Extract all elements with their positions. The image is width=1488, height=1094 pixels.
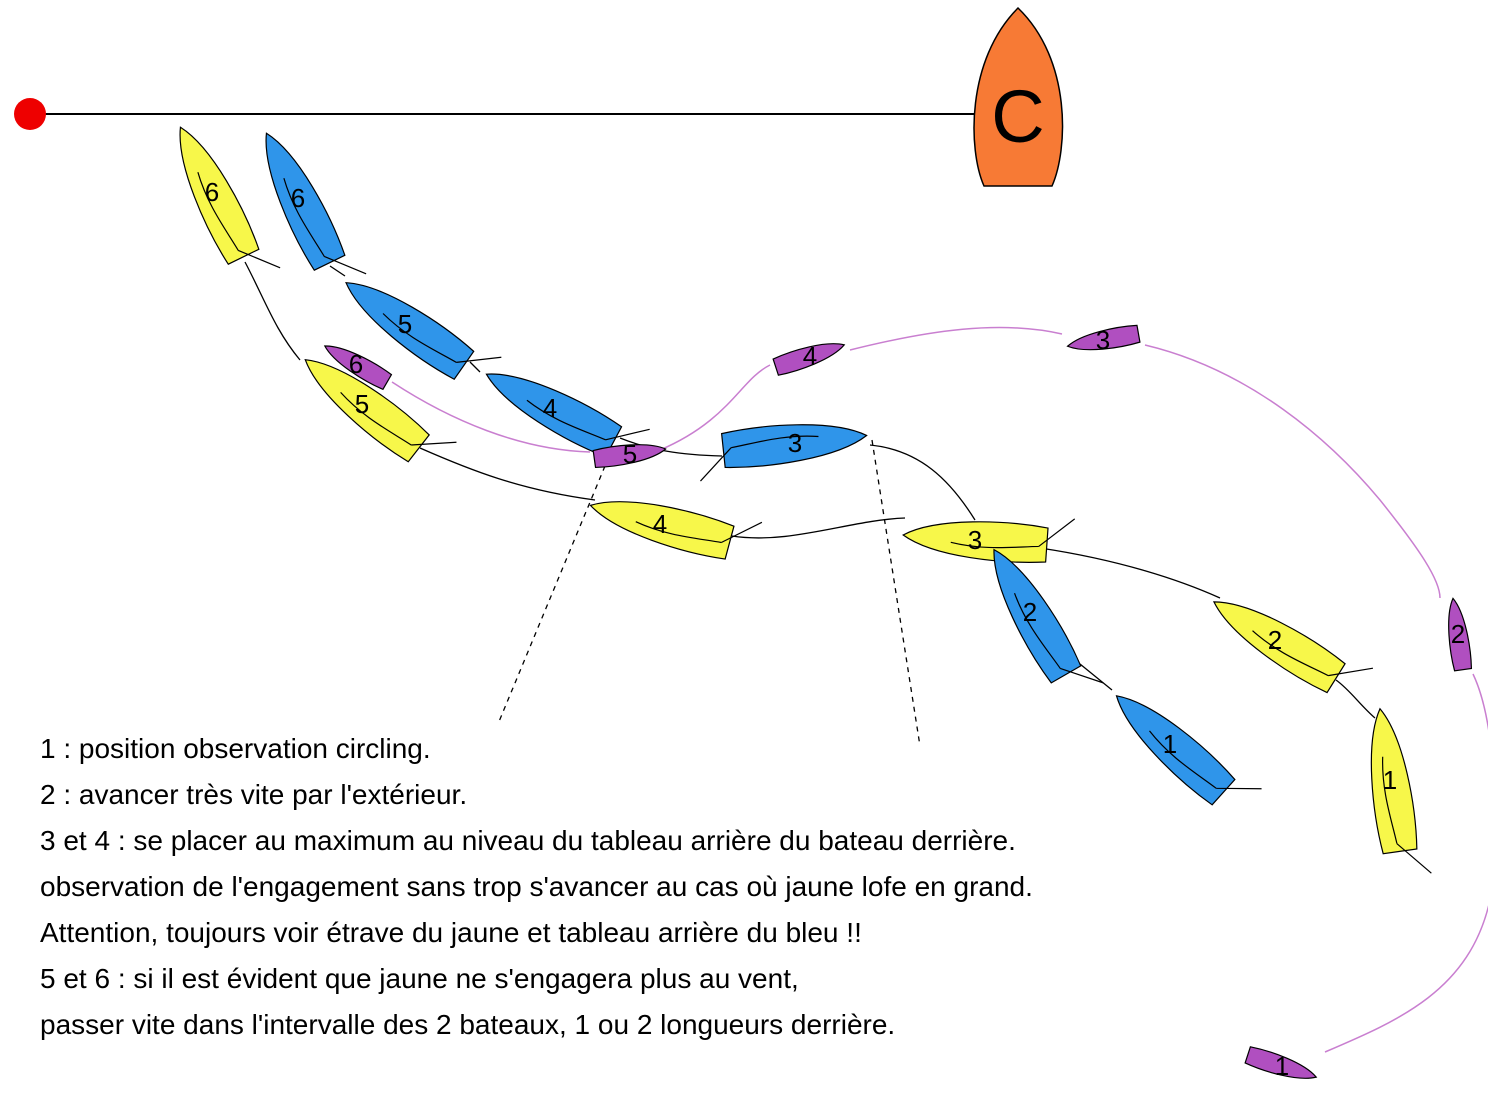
blue-boat-6: 6 (265, 132, 367, 275)
purple-boat-4: 4 (772, 341, 846, 376)
yellow-boat-2: 2 (1212, 601, 1374, 694)
yellow-boat-hull (589, 501, 735, 560)
note-line: observation de l'engagement sans trop s'… (40, 871, 1033, 902)
blue-boat-label: 2 (1023, 597, 1037, 627)
purple-boat-1: 1 (1244, 1046, 1318, 1081)
committee-boat-label: C (991, 75, 1044, 158)
purple-boat-hull (1066, 324, 1141, 351)
purple-boat-3: 3 (1066, 324, 1141, 355)
purple-boat-label: 2 (1451, 619, 1465, 649)
blue-boat-5: 5 (345, 282, 502, 381)
purple-boat-6: 6 (323, 345, 393, 391)
yellow-boat-sail (635, 521, 763, 544)
yellow-boat-hull (1212, 601, 1346, 694)
committee-boat: C (973, 6, 1064, 187)
yellow-boat-sail (340, 391, 457, 446)
blue-boat-hull (345, 282, 475, 381)
note-line: 5 et 6 : si il est évident que jaune ne … (40, 963, 799, 994)
yellow-boat-label: 1 (1383, 765, 1397, 795)
blue-boat-4: 4 (485, 373, 650, 458)
yellow-boat-sail (1382, 756, 1432, 874)
yellow-boat-hull (179, 126, 260, 265)
note-line: 2 : avancer très vite par l'extérieur. (40, 779, 468, 810)
instructions-text: 1 : position observation circling. 2 : a… (40, 726, 1033, 1048)
blue-boat-label: 1 (1163, 729, 1177, 759)
blue-boat-label: 6 (291, 183, 305, 213)
blue-boat-3: 3 (700, 424, 868, 482)
blue-boat-hull (720, 424, 868, 469)
blue-boat-1: 1 (1115, 695, 1262, 806)
sight-line-left (497, 465, 606, 725)
blue-boat-sail (1149, 730, 1262, 790)
purple-boat-hull (323, 345, 393, 391)
blue-boat-label: 5 (398, 309, 412, 339)
yellow-boat-label: 4 (653, 509, 667, 539)
yellow-boat-5: 5 (304, 358, 457, 463)
blue-boat-sail (700, 435, 819, 482)
blue-boat-2: 2 (993, 548, 1104, 684)
boats-layer: 6 5 4 3 2 1 6 5 4 3 2 1 6 5 4 3 2 1 (179, 126, 1473, 1081)
yellow-boat-label: 2 (1268, 625, 1282, 655)
yellow-boat-sail (950, 518, 1076, 549)
yellow-boat-sail (197, 172, 281, 269)
blue-track (329, 265, 1113, 691)
purple-boat-label: 6 (349, 349, 363, 379)
purple-boat-hull (592, 444, 667, 469)
yellow-boat-4: 4 (589, 501, 763, 560)
yellow-boat-hull (1370, 707, 1418, 855)
blue-boat-hull (265, 132, 346, 271)
blue-boat-label: 4 (543, 393, 557, 423)
note-line: 3 et 4 : se placer au maximum au niveau … (40, 825, 1016, 856)
purple-boat-hull (1448, 597, 1473, 672)
yellow-boat-label: 6 (205, 177, 219, 207)
purple-boat-2: 2 (1448, 597, 1473, 672)
blue-boat-hull (1115, 695, 1236, 806)
blue-boat-label: 3 (788, 428, 802, 458)
note-line: Attention, toujours voir étrave du jaune… (40, 917, 862, 948)
sight-line-right (871, 439, 921, 747)
purple-boat-hull (772, 343, 846, 376)
yellow-boat-6: 6 (179, 126, 281, 269)
yellow-boat-sail (1252, 630, 1374, 677)
blue-boat-sail (283, 178, 367, 275)
note-line: passer vite dans l'intervalle des 2 bate… (40, 1009, 896, 1040)
note-line: 1 : position observation circling. (40, 733, 431, 764)
purple-track (391, 326, 1488, 1053)
blue-boat-sail (526, 399, 650, 441)
yellow-track (244, 261, 1376, 719)
yellow-boat-hull (902, 521, 1049, 563)
purple-boat-5: 5 (592, 439, 667, 469)
blue-boat-sail (382, 313, 502, 363)
purple-boat-label: 3 (1096, 325, 1110, 355)
purple-boat-label: 1 (1275, 1051, 1289, 1081)
yellow-boat-3: 3 (902, 518, 1076, 563)
purple-boat-label: 4 (803, 341, 817, 371)
pin-end-mark (14, 98, 46, 130)
yellow-boat-label: 3 (968, 525, 982, 555)
blue-boat-sail (1013, 593, 1104, 684)
purple-boat-hull (1244, 1046, 1318, 1079)
purple-boat-label: 5 (623, 439, 637, 469)
yellow-boat-label: 5 (355, 389, 369, 419)
blue-boat-hull (485, 373, 623, 458)
yellow-boat-1: 1 (1370, 707, 1432, 874)
blue-boat-hull (993, 548, 1082, 684)
